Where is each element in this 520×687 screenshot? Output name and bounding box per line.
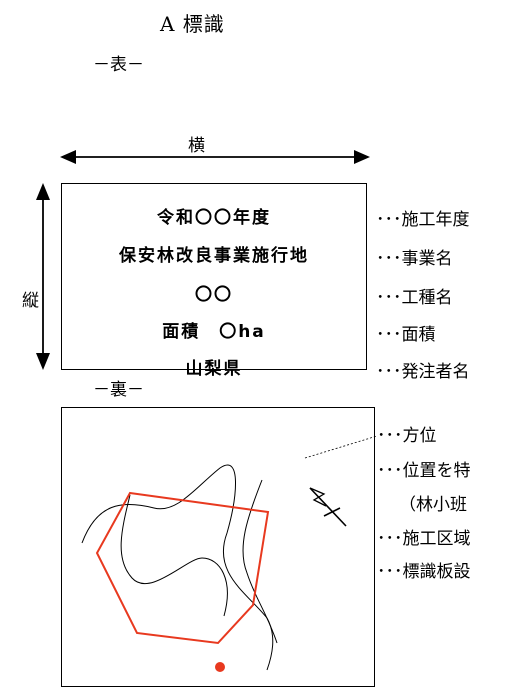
height-arrow — [36, 183, 50, 370]
location-map — [81, 464, 347, 672]
annotation-sign-location: ･･･標識板設 — [377, 562, 471, 582]
fiscal-year-line: 令和〇〇年度 — [157, 208, 271, 228]
annotation-orientation: ･･･方位 — [377, 426, 437, 446]
front-side-label: －表－ — [93, 55, 144, 75]
annotation-location: ･･･位置を特 — [377, 461, 471, 481]
annotation-project-name: ･･･事業名 — [376, 249, 453, 269]
project-name-line: 保安林改良事業施行地 — [119, 246, 309, 266]
annotation-work-type: ･･･工種名 — [376, 288, 453, 308]
height-label: 縦 — [22, 291, 39, 311]
work-type-line: 〇〇 — [195, 285, 233, 305]
page-title: A 標識 — [160, 12, 225, 36]
back-side-label: －裏－ — [93, 380, 144, 400]
annotation-construction-area: ･･･施工区域 — [377, 529, 471, 549]
area-line: 面積 〇ha — [162, 322, 266, 342]
annotation-client: ･･･発注者名 — [376, 362, 470, 382]
north-arrow-icon — [309, 487, 347, 527]
annotation-fiscal-year: ･･･施工年度 — [376, 210, 470, 230]
sign-front-board: 令和〇〇年度 保安林改良事業施行地 〇〇 面積 〇ha 山梨県 — [61, 183, 367, 379]
construction-area-outline — [95, 491, 270, 645]
terrain-line-inner — [120, 494, 228, 617]
annotation-area: ･･･面積 — [376, 325, 436, 345]
width-arrow — [60, 150, 370, 164]
client-line: 山梨県 — [185, 359, 243, 379]
width-label: 横 — [188, 136, 205, 156]
sign-position-marker — [215, 662, 225, 672]
annotation-forest-compartment: （林小班 — [399, 495, 467, 515]
